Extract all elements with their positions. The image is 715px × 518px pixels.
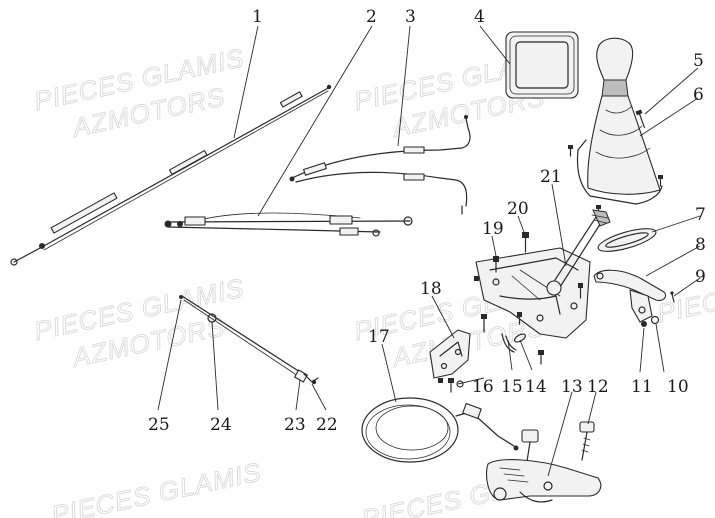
callout-17: 17 [368,327,390,347]
watermark-line1: PIECES GLAMIS [49,456,264,518]
callout-19: 19 [482,219,504,239]
part-10-washer [650,315,660,325]
callout-11: 11 [631,377,653,397]
part-18-bracket [429,329,471,379]
callout-24: 24 [210,415,232,435]
part-17-coiled-cable [361,397,519,463]
callout-8: 8 [695,235,706,255]
callout-2: 2 [366,7,377,27]
callout-3: 3 [405,7,416,27]
callout-9: 9 [695,267,706,287]
callout-15: 15 [501,377,523,397]
callout-numbers: 1 2 3 4 5 6 7 8 9 10 11 12 13 14 15 16 1… [148,7,706,435]
callout-20: 20 [507,199,529,219]
part-6-shift-boot [576,37,663,205]
part-14-washer [513,333,527,343]
callout-7: 7 [695,205,706,225]
part-4-boot-frame [505,31,579,99]
hardware-bolts [474,276,583,365]
part-19-bolt [493,256,499,273]
callout-22: 22 [316,415,338,435]
leader-lines [157,25,701,477]
callout-25: 25 [148,415,170,435]
part-3-shifter-cables [289,115,471,215]
callout-12: 12 [587,377,609,397]
part-23-nut [294,369,308,383]
callout-21: 21 [540,167,562,187]
callout-14: 14 [525,377,547,397]
part-16-bolts [438,378,464,393]
callout-1: 1 [252,7,263,27]
part-1-cable [10,84,332,266]
callout-10: 10 [667,377,689,397]
part-12-bolt [579,421,595,461]
part-8-lever [593,269,667,323]
part-13-arm [485,429,602,503]
part-7-grommet [597,228,657,252]
part-9-pin [670,291,675,303]
callout-18: 18 [420,279,442,299]
part-21-shift-assembly [475,209,611,339]
part-15-clip [501,333,517,353]
part-24-rod [179,295,301,377]
callout-13: 13 [561,377,583,397]
callout-6: 6 [693,85,704,105]
callout-5: 5 [693,51,704,71]
part-22-end-fitting [303,373,319,385]
part-11-nut [641,321,647,327]
part-20-bolt [522,232,529,253]
callout-4: 4 [474,7,485,27]
callout-23: 23 [284,415,306,435]
callout-16: 16 [472,377,494,397]
part-5-screws [568,109,663,217]
part-2-dual-cable [164,212,413,237]
